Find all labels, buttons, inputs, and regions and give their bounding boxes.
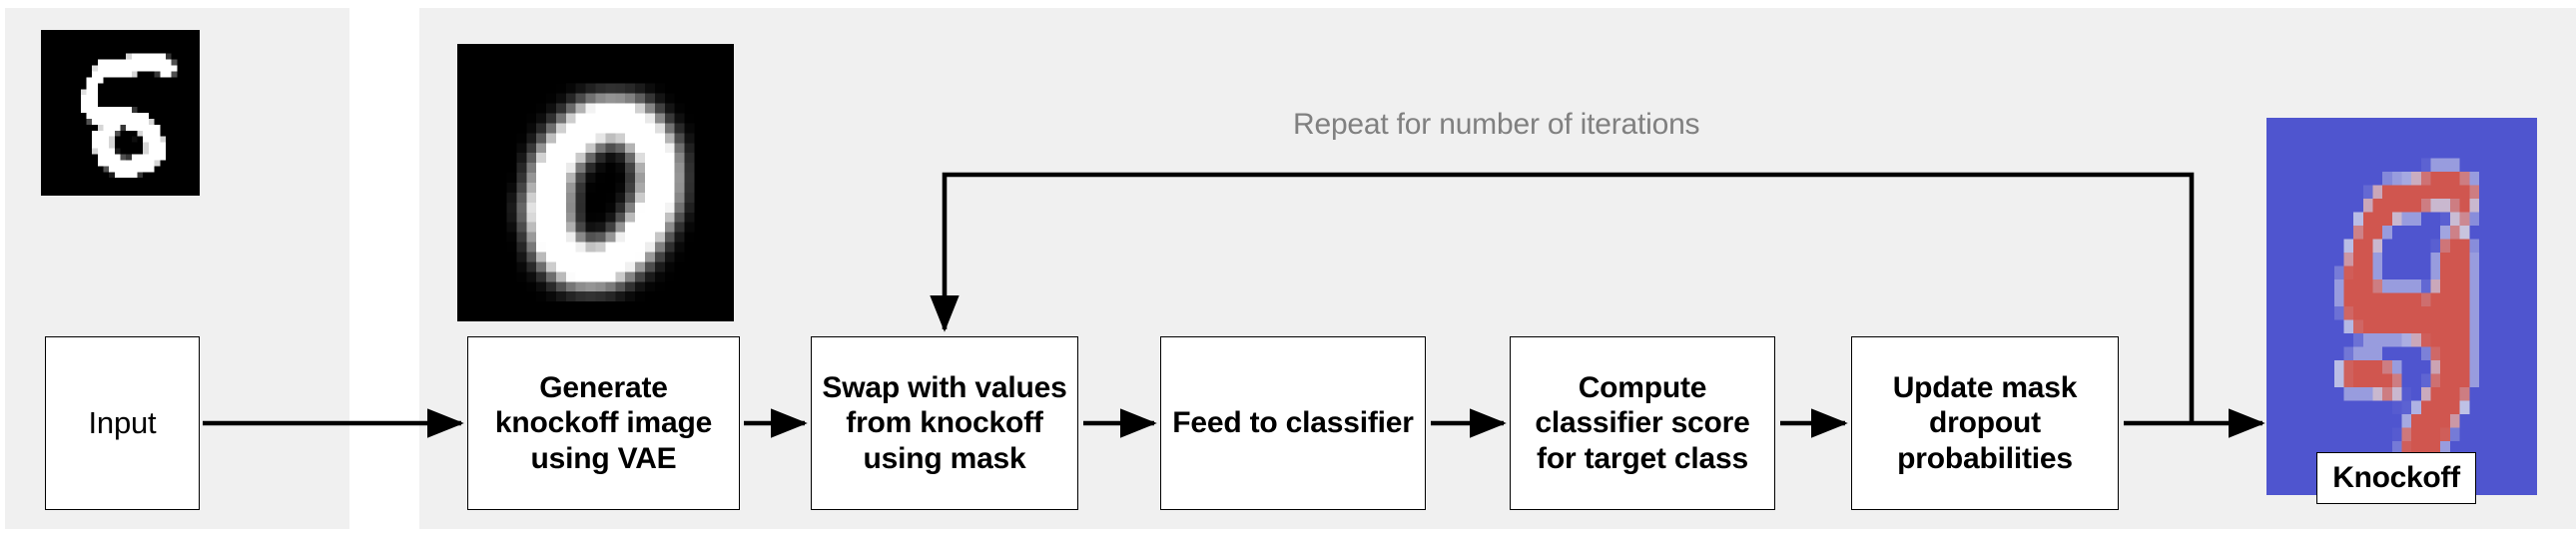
loop-label: Repeat for number of iterations xyxy=(1293,108,1700,141)
knockoff-heatmap-image xyxy=(2266,118,2537,495)
input-digit-image xyxy=(41,30,200,196)
right-panel xyxy=(419,8,2576,529)
knockoff-caption-label: Knockoff xyxy=(2316,452,2476,504)
step-box-update-mask[interactable]: Update mask dropout probabilities xyxy=(1851,336,2119,510)
step-box-swap-with-knockoff[interactable]: Swap with values from knockoff using mas… xyxy=(811,336,1078,510)
step-box-compute-score[interactable]: Compute classifier score for target clas… xyxy=(1510,336,1775,510)
step-box-input[interactable]: Input xyxy=(45,336,200,510)
step-box-feed-to-classifier[interactable]: Feed to classifier xyxy=(1160,336,1426,510)
vae-knockoff-image xyxy=(457,44,734,321)
step-box-generate-knockoff[interactable]: Generate knockoff image using VAE xyxy=(467,336,740,510)
